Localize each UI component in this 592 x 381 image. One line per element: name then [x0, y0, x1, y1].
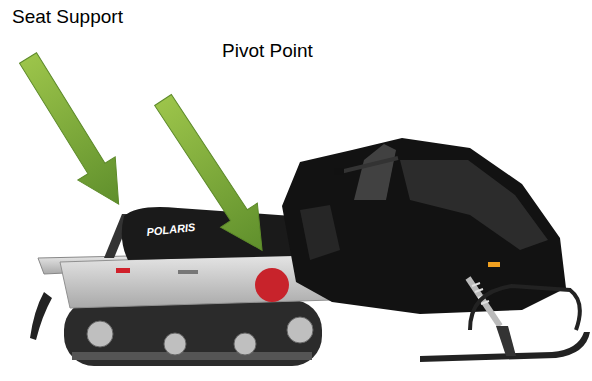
- idler-wheel: [164, 333, 186, 355]
- hood-highlight: [400, 160, 548, 250]
- track: [64, 300, 322, 366]
- part-label: Seat Support: [12, 6, 123, 28]
- tunnel: [60, 254, 332, 308]
- pivot-marker: [255, 268, 289, 302]
- handlebar: [340, 158, 398, 172]
- ski-loop: [470, 286, 580, 330]
- idler-wheel: [234, 333, 256, 355]
- spindle: [496, 326, 516, 356]
- decal: [178, 270, 198, 274]
- idler-wheel: [287, 317, 313, 343]
- tail-light: [116, 268, 130, 273]
- idler-wheel: [87, 321, 113, 347]
- pointer-arrow: [9, 46, 137, 215]
- snow-flap: [30, 292, 52, 340]
- seat: [122, 207, 299, 260]
- windshield: [354, 144, 396, 200]
- grip: [334, 168, 344, 175]
- side-marker: [488, 262, 500, 267]
- side-panel: [300, 205, 340, 260]
- pointer-arrow: [145, 88, 281, 262]
- part-label: Pivot Point: [222, 40, 313, 62]
- track-lugs: [72, 352, 312, 360]
